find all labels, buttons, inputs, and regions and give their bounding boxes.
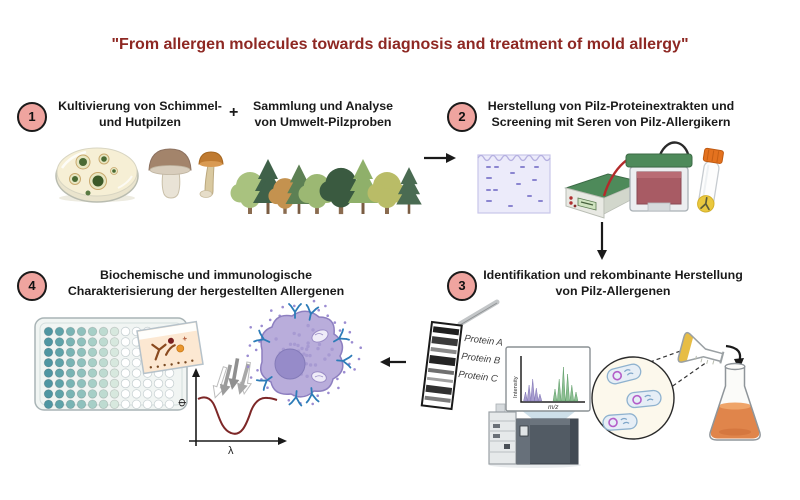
petri-dish-icon bbox=[55, 147, 139, 203]
beta-strand-icons bbox=[209, 357, 255, 400]
step-number-2: 2 bbox=[458, 109, 466, 124]
cd-xlabel: λ bbox=[228, 445, 234, 457]
step1-title-a-line2: und Hutpilzen bbox=[99, 114, 181, 129]
protein-c-label: Protein C bbox=[458, 369, 499, 385]
step4-title-line2: Charakterisierung der hergestellten Alle… bbox=[67, 283, 345, 298]
step1-title-a-line1: Kultivierung von Schimmel- bbox=[58, 99, 222, 113]
elisa-panel-icon bbox=[136, 320, 204, 375]
orange-mushroom-icon bbox=[198, 151, 224, 198]
step2-title-line2: Screening mit Seren von Pilz-Allergikern bbox=[491, 114, 731, 129]
step4-title: Biochemische und immunologische Charakte… bbox=[60, 268, 352, 300]
spectrum-peaks-green bbox=[552, 366, 579, 402]
arrow-right-icon bbox=[424, 153, 456, 163]
gel-bands bbox=[424, 326, 460, 403]
step3-title-line2: von Pilz-Allergenen bbox=[555, 283, 671, 298]
step-number-3: 3 bbox=[458, 278, 466, 293]
spectrum-peaks-purple bbox=[523, 378, 543, 402]
cd-spectroscopy-plot: Φ λ bbox=[177, 357, 287, 457]
spectrum-xlabel: m/z bbox=[548, 404, 559, 411]
mast-cell-icon bbox=[246, 299, 363, 407]
cell-nucleus bbox=[274, 348, 306, 380]
plus-sign: + bbox=[229, 104, 239, 121]
step1-title-b: Sammlung und Analyse von Umwelt-Pilzprob… bbox=[244, 99, 402, 131]
step2-title: Herstellung von Pilz-Proteinextrakten un… bbox=[478, 99, 744, 131]
step1-title-b-line1: Sammlung und Analyse bbox=[253, 99, 393, 113]
page-title: "From allergen molecules towards diagnos… bbox=[111, 36, 689, 53]
step3-title: Identifikation und rekombinante Herstell… bbox=[473, 268, 753, 300]
arrow-left-icon bbox=[380, 357, 406, 367]
blot-membrane-icon bbox=[477, 154, 551, 214]
forest-icon bbox=[230, 159, 422, 215]
step1-title-b-line2: von Umwelt-Pilzproben bbox=[254, 114, 392, 129]
step-badge-4: 4 bbox=[17, 271, 47, 301]
step-badge-3: 3 bbox=[447, 271, 477, 301]
step-badge-2: 2 bbox=[447, 102, 477, 132]
brown-mushroom-icon bbox=[148, 148, 192, 199]
cd-ylabel: Φ bbox=[177, 398, 189, 407]
step1-title-a: Kultivierung von Schimmel- und Hutpilzen bbox=[52, 99, 228, 131]
mold-colonies bbox=[69, 153, 118, 196]
antibody-glyph bbox=[700, 197, 710, 211]
step-number-4: 4 bbox=[28, 278, 36, 293]
step-number-1: 1 bbox=[28, 109, 36, 124]
cell-organelles bbox=[311, 329, 329, 383]
pouring-flask-icon bbox=[677, 331, 725, 365]
erlenmeyer-flask-icon bbox=[709, 362, 761, 441]
step3-title-line1: Identifikation und rekombinante Herstell… bbox=[483, 268, 743, 282]
membrane-bands bbox=[486, 166, 543, 207]
step4-title-line1: Biochemische und immunologische bbox=[99, 268, 313, 282]
elisa-antibodies bbox=[151, 343, 176, 361]
serum-tube-icon bbox=[697, 147, 724, 213]
gel-spatula-icon bbox=[457, 299, 500, 327]
elisa-dots bbox=[149, 359, 194, 369]
zoom-connector-2 bbox=[666, 361, 708, 391]
spectrum-axes bbox=[520, 356, 585, 403]
mass-spectrometer-icon bbox=[488, 403, 581, 468]
bacteria-culture-icon bbox=[591, 348, 708, 440]
step-badge-1: 1 bbox=[17, 102, 47, 132]
spectrum-ylabel: Intensity bbox=[513, 376, 519, 398]
gel-tank-icon bbox=[625, 153, 693, 212]
sds-page-lane-icon bbox=[420, 320, 463, 411]
protein-a-label: Protein A bbox=[464, 333, 504, 349]
arrow-down-icon bbox=[597, 222, 607, 260]
step2-title-line1: Herstellung von Pilz-Proteinextrakten un… bbox=[487, 99, 735, 113]
cd-curve bbox=[197, 396, 278, 435]
protein-b-label: Protein B bbox=[461, 351, 502, 367]
